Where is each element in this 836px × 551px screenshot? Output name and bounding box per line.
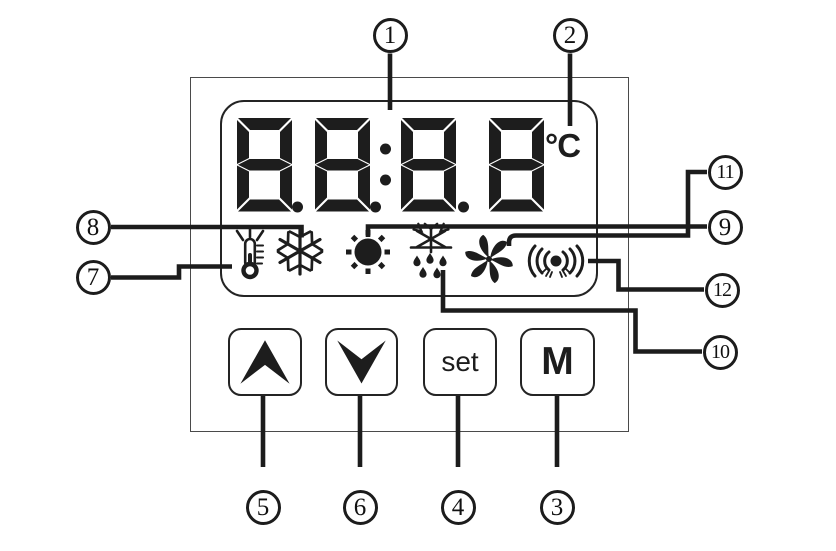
callout-11: 11 xyxy=(707,154,743,190)
callout-2: 2 xyxy=(552,17,588,53)
chevron-up-icon xyxy=(240,340,290,384)
callout-1: 1 xyxy=(372,17,408,53)
callout-8: 8 xyxy=(75,209,111,245)
callout-6: 6 xyxy=(342,489,378,525)
mode-button[interactable]: M xyxy=(520,328,595,396)
celsius-unit: °C xyxy=(545,127,581,164)
display-panel xyxy=(220,100,598,297)
mode-button-label: M xyxy=(541,340,574,383)
callout-5: 5 xyxy=(245,489,281,525)
callout-7: 7 xyxy=(75,259,111,295)
set-button[interactable]: set xyxy=(423,328,497,396)
callout-10: 10 xyxy=(702,334,738,370)
up-button[interactable] xyxy=(228,328,302,396)
down-button[interactable] xyxy=(325,328,398,396)
set-button-label: set xyxy=(441,346,479,377)
callout-3: 3 xyxy=(539,489,575,525)
callout-4: 4 xyxy=(440,489,476,525)
callout-9: 9 xyxy=(707,209,743,245)
callout-12: 12 xyxy=(704,272,740,308)
chevron-down-icon xyxy=(337,340,386,384)
